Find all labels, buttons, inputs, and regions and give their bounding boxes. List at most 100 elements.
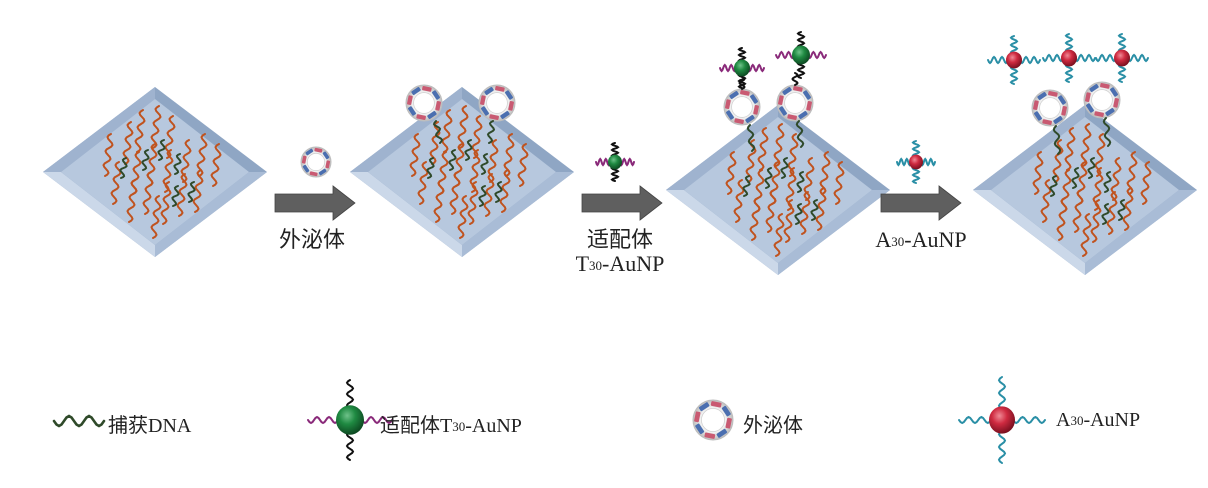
capture-dna [1103,171,1112,193]
capture-dna [764,167,773,189]
chip-bevel [666,190,778,275]
particle-strand [1009,35,1019,55]
bound-aptamer-t30-aunp [719,47,765,89]
capture-dna [796,171,805,193]
legend-aptamer-t30-aunp-icon [307,379,393,461]
step-3-prefix: A [875,227,892,252]
panel-chip-a30 [973,105,1197,275]
capture-dna [780,157,789,179]
particle-strand [1042,53,1064,63]
membrane-protein [753,105,759,115]
capture-dna [1087,157,1096,179]
particle-strand [1117,63,1127,83]
capture-dna [810,199,819,221]
membrane-protein [480,106,489,116]
capture-dna [141,149,150,171]
legend-aptamer-suffix: -AuNP [465,415,522,437]
particle-strand [361,415,393,425]
capture-dna [426,157,435,179]
capture-dna [795,120,805,148]
membrane-protein [318,168,327,176]
bound-exosome [478,84,516,122]
membrane-protein [803,90,812,100]
membrane-protein [725,99,731,109]
probe-dna [733,179,745,223]
membrane-protein [1113,98,1119,108]
membrane-protein [500,111,510,120]
probe-dna [457,105,469,149]
membrane-protein [505,90,514,100]
legend-aptamer-sub: 30 [452,419,466,434]
exosome-lumen [701,407,726,432]
membrane-protein [416,114,426,120]
legend-aptamer-prefix: 适配体T [380,415,453,437]
membrane-protein [704,432,716,439]
probe-dna [819,151,831,195]
nanoparticle [1061,49,1077,67]
step-2-label: 适配体 T30-AuNP [568,228,672,279]
probe-dna [1080,213,1092,257]
step-3-arrow[interactable] [880,185,962,221]
probe-dna [1040,179,1052,223]
step-2-label-line-2: T30-AuNP [568,252,672,279]
probe-dna [441,109,453,153]
particle-strand [307,415,339,425]
capture-dna [742,175,751,197]
particle-strand [1064,33,1074,53]
step-1-label-text: 外泌体 [278,227,345,252]
capture-dna-icon [52,414,106,428]
probe-dna [757,127,769,171]
capture-dna [187,181,196,203]
membrane-protein [480,95,486,105]
bound-exosome [405,84,443,122]
particle-strand [345,431,355,461]
capture-dna [171,185,180,207]
probe-dna [467,181,479,225]
bound-exosome [776,84,814,122]
nanoparticle [734,59,750,77]
legend-exosome-icon [692,399,734,441]
chip-bevel [462,172,574,257]
membrane-protein [1058,95,1067,105]
membrane-protein [309,171,318,177]
aptamer-strand [791,72,799,86]
bound-a30-aunp [1095,33,1149,83]
membrane-protein [1085,92,1091,102]
nanoparticle [336,405,364,435]
probe-dna [142,171,154,215]
step-1-arrow[interactable] [274,185,356,221]
membrane-protein [782,86,792,95]
step-3-label: A30-AuNP [866,228,976,255]
step-2-arrow[interactable] [581,185,663,221]
membrane-protein [314,147,323,153]
probe-dna [126,179,138,223]
legend-a30-aunp-icon [958,376,1046,464]
particle-strand [1012,415,1046,425]
legend-aptamer-label: 适配体T30-AuNP [380,409,522,438]
membrane-protein [1053,116,1063,125]
bound-aptamer-t30-aunp [775,31,827,79]
chip-bevel [973,190,1085,275]
particle-strand [796,31,806,49]
membrane-protein [422,86,432,92]
exosome-lumen [1091,89,1113,111]
probe-dna [110,161,122,205]
membrane-protein [484,86,494,95]
particle-strand [1095,53,1117,63]
chip-bevel [43,87,155,172]
particle-strand [796,61,806,79]
step-1-label: 外泌体 [272,228,352,252]
membrane-protein [407,95,413,105]
probe-dna [833,161,845,205]
bound-a30-aunp [987,35,1041,85]
exosome-lumen [731,96,753,118]
probe-dna [150,105,162,149]
probe-dna [1072,189,1084,233]
probe-dna [1032,151,1044,195]
probe-dna [1090,199,1102,243]
capture-dna [1071,167,1080,189]
probe-dna [449,171,461,215]
probe-dna [102,133,114,177]
capture-dna [794,203,803,225]
